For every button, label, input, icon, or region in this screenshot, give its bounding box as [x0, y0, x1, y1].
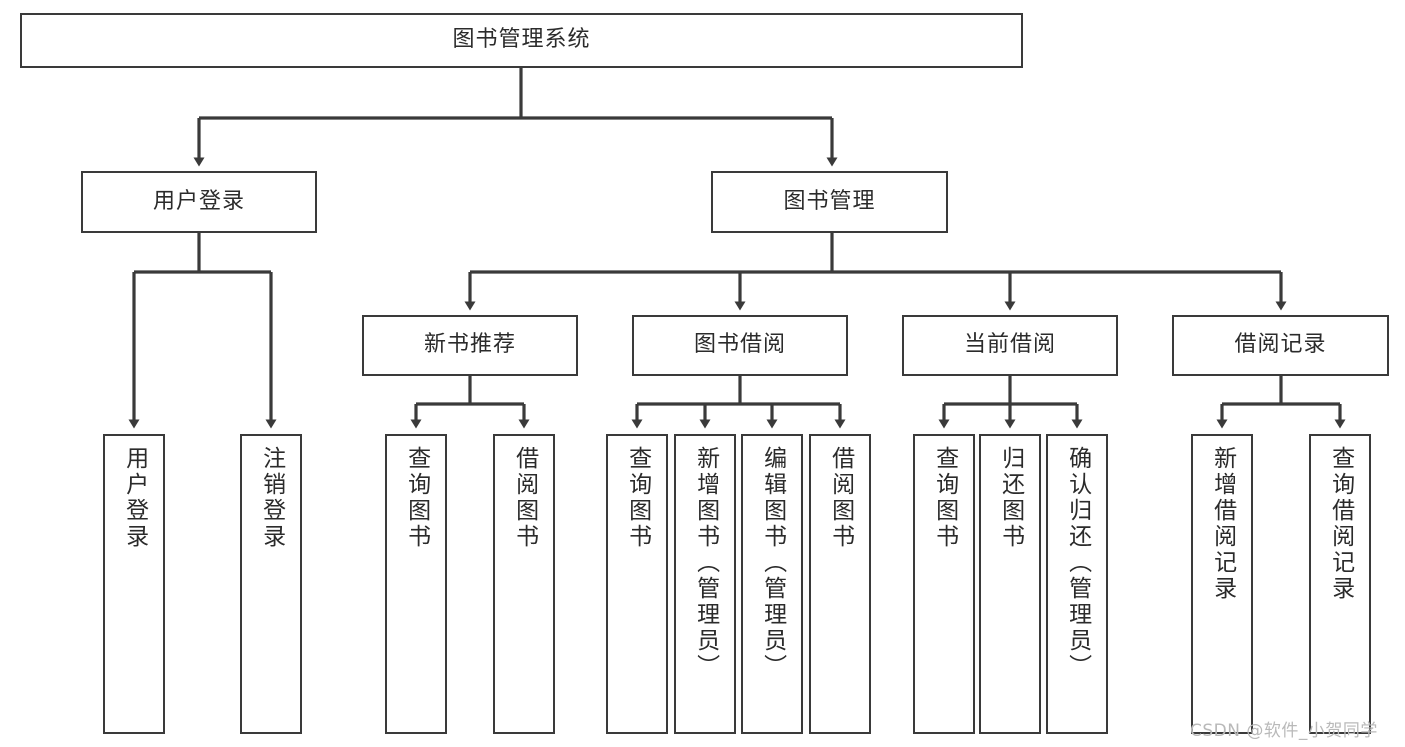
node-label: 借阅图书 — [511, 446, 538, 550]
node-book-borrow[interactable]: 图书借阅 — [632, 315, 848, 376]
node-label: 新增借阅记录 — [1209, 446, 1236, 602]
node-leaf-borrow-book-1[interactable]: 借阅图书 — [493, 434, 555, 734]
node-label: 图书借阅 — [693, 332, 786, 358]
node-leaf-borrow-book-2[interactable]: 借阅图书 — [809, 434, 871, 734]
node-leaf-query-book-2[interactable]: 查询图书 — [606, 434, 668, 734]
node-label: 注销登录 — [258, 446, 285, 550]
node-label: 借阅图书 — [827, 446, 854, 550]
node-user-login[interactable]: 用户登录 — [81, 171, 317, 233]
node-current-borrow[interactable]: 当前借阅 — [902, 315, 1118, 376]
node-label: 新书推荐 — [423, 332, 516, 358]
node-leaf-return-book[interactable]: 归还图书 — [979, 434, 1041, 734]
node-leaf-edit-book[interactable]: 编辑图书（管理员） — [741, 434, 803, 734]
node-label: 编辑图书（管理员） — [759, 446, 786, 680]
node-label: 归还图书 — [997, 446, 1024, 550]
node-leaf-query-book-3[interactable]: 查询图书 — [913, 434, 975, 734]
node-leaf-query-book-1[interactable]: 查询图书 — [385, 434, 447, 734]
node-label: 图书管理系统 — [452, 27, 591, 53]
node-label: 图书管理 — [783, 188, 876, 214]
node-leaf-add-record[interactable]: 新增借阅记录 — [1191, 434, 1253, 734]
node-label: 当前借阅 — [963, 332, 1056, 358]
node-book-management-system[interactable]: 图书管理系统 — [20, 13, 1023, 68]
node-leaf-logout-login[interactable]: 注销登录 — [240, 434, 302, 734]
node-borrow-record[interactable]: 借阅记录 — [1172, 315, 1389, 376]
node-new-book-recommend[interactable]: 新书推荐 — [362, 315, 578, 376]
node-leaf-query-record[interactable]: 查询借阅记录 — [1309, 434, 1371, 734]
node-book-management[interactable]: 图书管理 — [711, 171, 948, 233]
node-label: 用户登录 — [152, 188, 245, 214]
node-leaf-confirm-return[interactable]: 确认归还（管理员） — [1046, 434, 1108, 734]
node-leaf-user-login[interactable]: 用户登录 — [103, 434, 165, 734]
node-leaf-add-book[interactable]: 新增图书（管理员） — [674, 434, 736, 734]
node-label: 新增图书（管理员） — [692, 446, 719, 680]
node-label: 借阅记录 — [1234, 332, 1327, 358]
node-label: 查询图书 — [931, 446, 958, 550]
node-label: 查询图书 — [624, 446, 651, 550]
csdn-watermark: CSDN @软件_小贺同学 — [1190, 721, 1378, 741]
node-label: 确认归还（管理员） — [1064, 446, 1091, 680]
node-label: 查询图书 — [403, 446, 430, 550]
node-label: 用户登录 — [121, 446, 148, 550]
node-label: 查询借阅记录 — [1327, 446, 1354, 602]
